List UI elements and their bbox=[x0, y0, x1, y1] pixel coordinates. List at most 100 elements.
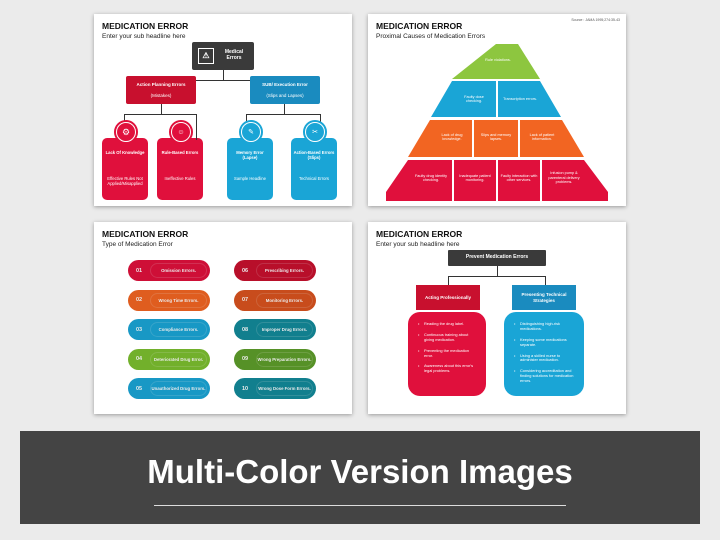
error-type-item: 06 Prescribing Errors. bbox=[234, 260, 316, 281]
branch-left-sub: (Mistakes) bbox=[150, 93, 172, 98]
slide-title: MEDICATION ERROR bbox=[102, 229, 189, 239]
error-type-item: 09 Wrong Preparation Errors. bbox=[234, 348, 316, 370]
card-action-based: Action-Based Errors (Slips) Technical Er… bbox=[291, 138, 337, 200]
pyramid-tier-4-d bbox=[542, 160, 608, 201]
item-number: 09 bbox=[241, 356, 249, 362]
pyramid-tier-3-left bbox=[408, 120, 472, 157]
item-label: Wrong Time Errors. bbox=[150, 292, 207, 308]
pyramid-label: Faulty interaction with other services. bbox=[500, 173, 538, 182]
pyramid-tier-4-b bbox=[454, 160, 496, 201]
card-rule-based: Rule-Based Errors Ineffective Rules bbox=[157, 138, 203, 200]
pyramid-label: Faulty dose checking. bbox=[464, 94, 484, 103]
slide-thumbnail-4[interactable]: MEDICATION ERROR Enter your sub headline… bbox=[368, 222, 626, 414]
right-list-item: Considering accreditation and finding so… bbox=[514, 368, 576, 384]
card-title: Rule-Based Errors bbox=[161, 150, 199, 155]
item-number: 01 bbox=[135, 267, 143, 274]
banner: Multi-Color Version Images bbox=[20, 431, 700, 524]
brain-icon: ✎ bbox=[242, 123, 260, 141]
item-number: 07 bbox=[241, 297, 249, 303]
right-list-item: Keeping some medications separate. bbox=[514, 337, 576, 348]
connector bbox=[545, 276, 546, 286]
item-number: 08 bbox=[241, 326, 249, 333]
card-title: Lack Of Knowledge bbox=[105, 150, 145, 155]
slide-thumbnail-1[interactable]: MEDICATION ERROR Enter your sub headline… bbox=[94, 14, 352, 206]
left-list-item: Continuous training about giving medicat… bbox=[418, 332, 478, 343]
slide-thumbnail-2[interactable]: MEDICATION ERROR Proximal Causes of Medi… bbox=[368, 14, 626, 206]
card-icon-ring: ✂ bbox=[303, 120, 327, 144]
card-title: Action-Based Errors (Slips) bbox=[293, 150, 335, 160]
pyramid-label: Inadequate patient monitoring. bbox=[459, 173, 491, 182]
pyramid-tier-4-c bbox=[498, 160, 540, 201]
left-list-item: Reading the drug label. bbox=[418, 321, 478, 327]
item-number: 04 bbox=[135, 356, 143, 362]
pyramid-label: Lack of patient information. bbox=[529, 132, 555, 141]
item-label: Deteriorated Drug Error. bbox=[150, 351, 207, 367]
pyramid-label: Lack of drug knowledge. bbox=[441, 132, 463, 141]
people-icon: ☺ bbox=[172, 123, 190, 141]
slide-subtitle: Type of Medication Error bbox=[102, 241, 173, 248]
branch-right: SUB/ Execution Error (Slips and Lapses) bbox=[250, 76, 320, 104]
right-list-item: Distinguishing high-risk medications. bbox=[514, 321, 576, 332]
card-lack-of-knowledge: Lack Of Knowledge Effective Rules Not Ap… bbox=[102, 138, 148, 200]
tools-icon: ✂ bbox=[306, 123, 324, 141]
card-memory-error: Memory Error (Lapse) Sample Headline bbox=[227, 138, 273, 200]
error-type-item: 04 Deteriorated Drug Error. bbox=[128, 348, 210, 370]
left-branch: Acting Professionally bbox=[416, 285, 480, 310]
root-node: ⚠ Medical Errors bbox=[192, 42, 254, 70]
item-label: Compliance Errors. bbox=[150, 322, 207, 337]
item-label: Unauthorized Drug Errors. bbox=[150, 381, 207, 396]
left-list-item: Preventing the medication error. bbox=[418, 348, 478, 359]
item-label: Prescribing Errors. bbox=[256, 263, 313, 278]
card-text: Effective Rules Not Applied/Misapplied bbox=[107, 176, 143, 186]
gear-icon: ⚙ bbox=[117, 123, 135, 141]
pyramid-tier-2-left bbox=[431, 81, 496, 117]
error-type-item: 10 Wrong Dose Form Errors. bbox=[234, 378, 316, 399]
item-number: 10 bbox=[241, 385, 249, 392]
pyramid-label: Slips and memory lapses. bbox=[480, 132, 512, 141]
pyramid-label: Infusion pump & parenteral delivery prob… bbox=[548, 171, 580, 185]
pyramid-label: Faulty drug identity checking. bbox=[414, 173, 448, 182]
slide-subtitle: Enter your sub headline here bbox=[102, 33, 186, 40]
pyramid-tier-1 bbox=[452, 44, 540, 79]
right-list-panel: Distinguishing high-risk medications. Kee… bbox=[504, 312, 584, 396]
connector bbox=[284, 104, 285, 114]
left-list: Reading the drug label. Continuous traini… bbox=[418, 321, 478, 374]
alert-icon: ⚠ bbox=[198, 48, 214, 64]
branch-right-label: SUB/ Execution Error bbox=[262, 81, 308, 87]
right-list: Distinguishing high-risk medications. Kee… bbox=[514, 321, 576, 384]
connector bbox=[196, 114, 197, 140]
slide-thumbnail-3[interactable]: MEDICATION ERROR Type of Medication Erro… bbox=[94, 222, 352, 414]
right-branch: Presenting Technical Strategies bbox=[512, 285, 576, 310]
item-number: 05 bbox=[135, 385, 143, 392]
connector bbox=[124, 114, 196, 115]
banner-title: Multi-Color Version Images bbox=[147, 453, 573, 490]
root-node: Prevent Medication Errors bbox=[448, 250, 546, 266]
slide-title: MEDICATION ERROR bbox=[376, 229, 463, 239]
connector bbox=[246, 114, 320, 115]
left-list-panel: Reading the drug label. Continuous traini… bbox=[408, 312, 486, 396]
card-icon-ring: ✎ bbox=[239, 120, 263, 144]
branch-left-label: Action Planning Errors bbox=[136, 81, 186, 87]
source-note: Source : JAMA 1995;274:35-43 bbox=[571, 18, 620, 22]
connector bbox=[497, 266, 498, 276]
pyramid-tier-4-a bbox=[386, 160, 452, 201]
left-list-item: Awareness about this error's legal probl… bbox=[418, 363, 478, 374]
pyramid-tier-3-mid bbox=[474, 120, 518, 157]
item-number: 06 bbox=[241, 267, 249, 274]
right-list-item: Using a skilled nurse to administer medi… bbox=[514, 353, 576, 364]
root-node-label: Medical Errors bbox=[224, 49, 244, 61]
connector bbox=[448, 276, 546, 277]
slide-title: MEDICATION ERROR bbox=[102, 21, 189, 31]
connector bbox=[448, 276, 449, 286]
slide-subtitle: Enter your sub headline here bbox=[376, 241, 460, 248]
branch-left: Action Planning Errors (Mistakes) bbox=[126, 76, 196, 104]
banner-divider bbox=[154, 505, 566, 506]
slide-subtitle: Proximal Causes of Medication Errors bbox=[376, 33, 486, 40]
item-label: Wrong Dose Form Errors. bbox=[256, 381, 313, 396]
branch-right-sub: (Slips and Lapses) bbox=[266, 93, 304, 98]
item-label: Wrong Preparation Errors. bbox=[256, 351, 313, 367]
